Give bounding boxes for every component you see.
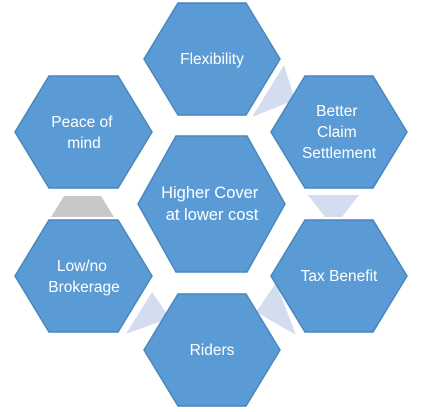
connector-tax-benefit-to-riders	[256, 283, 296, 335]
connector-better-claim-settlement-to-tax-benefit	[308, 195, 359, 217]
connector-low-no-brokerage-to-peace-of-mind	[51, 196, 114, 217]
hexagon-better-claim-settlement: Better Claim Settlement	[270, 75, 408, 189]
hexagon-riders-label: Riders	[190, 342, 235, 359]
connector-flexibility-to-better-claim-settlement	[252, 65, 295, 117]
hexagon-riders: Riders	[143, 293, 281, 407]
hexagon-tax-benefit: Tax Benefit	[270, 219, 408, 333]
hexagon-tax-benefit-label: Tax Benefit	[301, 268, 378, 285]
hexagon-low-no-brokerage-label: Low/no Brokerage	[48, 258, 120, 296]
hexagon-higher-cover-at-lower-cost-label: Higher Cover at lower cost	[161, 184, 263, 224]
hexagon-flexibility: Flexibility	[143, 2, 281, 116]
hexagon-low-no-brokerage: Low/no Brokerage	[14, 219, 153, 333]
hexagon-higher-cover-at-lower-cost: Higher Cover at lower cost	[137, 135, 286, 273]
hexagon-flexibility-label: Flexibility	[180, 51, 244, 68]
connector-riders-to-low-no-brokerage	[126, 292, 170, 334]
hexagon-peace-of-mind-label: Peace of mind	[51, 114, 117, 152]
hexagon-better-claim-settlement-label: Better Claim Settlement	[302, 103, 377, 162]
hexagon-peace-of-mind: Peace of mind	[14, 75, 153, 189]
connector-layer	[51, 65, 359, 335]
